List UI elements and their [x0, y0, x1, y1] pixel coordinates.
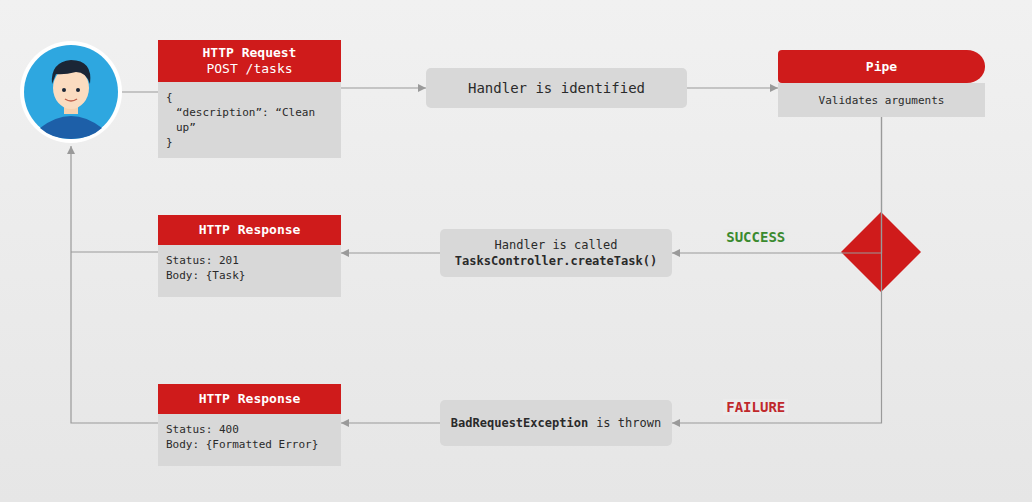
node-text: “description”: “Clean up” — [166, 105, 333, 135]
request-box: HTTP RequestPOST /tasks{“description”: “… — [158, 40, 341, 158]
node-text: POST /tasks — [164, 61, 335, 77]
request-line — [122, 91, 158, 92]
node-text: TasksController.createTask() — [455, 253, 657, 269]
node-text: Status: 400 — [166, 422, 333, 437]
node-text: { — [166, 90, 333, 105]
response-box: HTTP ResponseStatus: 201Body: {Task} — [158, 215, 341, 297]
box-header: HTTP RequestPOST /tasks — [158, 40, 341, 82]
node-text: } — [166, 135, 333, 150]
node-text: HTTP Response — [164, 391, 335, 407]
node-text: Body: {Formatted Error} — [166, 437, 333, 452]
node-text: HTTP Request — [164, 45, 335, 61]
user-avatar — [20, 41, 122, 143]
box-header: HTTP Response — [158, 384, 341, 414]
box-body: Status: 201Body: {Task} — [158, 245, 341, 297]
response-line — [71, 146, 158, 423]
connector-arrow — [341, 252, 440, 253]
node-text: BadRequestException — [451, 415, 588, 431]
node-text: HTTP Response — [164, 222, 335, 238]
node-text: Body: {Task} — [166, 268, 333, 283]
process-box: Handler is calledTasksController.createT… — [440, 229, 672, 277]
pipe-box: PipeValidates arguments — [778, 50, 985, 117]
box-body: {“description”: “Clean up”} — [158, 82, 341, 158]
process-box: BadRequestException is thrown — [440, 400, 672, 446]
box-body: Validates arguments — [778, 83, 985, 117]
process-box: Handler is identified — [426, 68, 687, 108]
node-text: Status: 201 — [166, 253, 333, 268]
node-text: Validates arguments — [786, 93, 977, 108]
box-header: Pipe — [778, 50, 985, 83]
response-box: HTTP ResponseStatus: 400Body: {Formatted… — [158, 384, 341, 466]
node-text: is thrown — [596, 415, 661, 431]
box-header: HTTP Response — [158, 215, 341, 245]
connector-arrow — [687, 87, 778, 88]
box-body: Status: 400Body: {Formatted Error} — [158, 414, 341, 466]
edge-label: SUCCESS — [723, 229, 788, 245]
node-text: Handler is called — [495, 237, 618, 253]
node-text: Pipe — [784, 59, 979, 75]
edge-label: FAILURE — [723, 399, 788, 415]
connector-arrow — [341, 87, 426, 88]
connector-arrow — [672, 117, 882, 253]
node-text: Handler is identified — [468, 79, 645, 97]
connector-arrow — [672, 117, 882, 423]
connector-arrow — [341, 422, 440, 423]
